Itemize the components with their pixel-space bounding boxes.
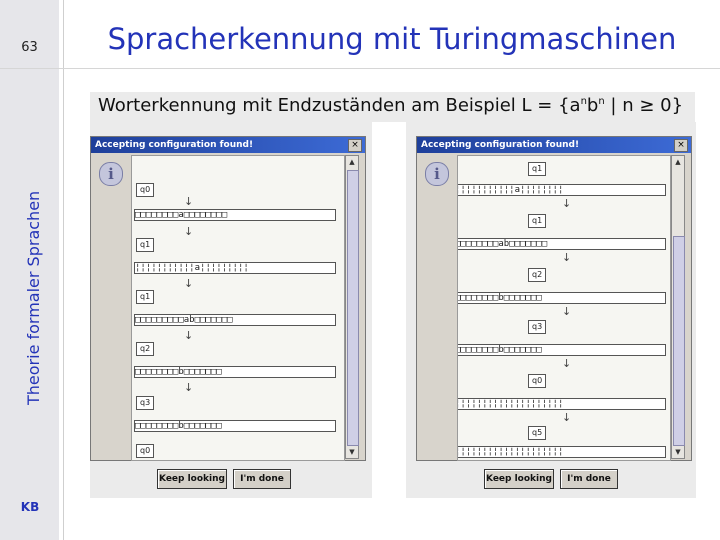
tape-row: ¦¦¦¦¦¦¦¦¦¦¦a¦¦¦¦¦¦¦¦ xyxy=(458,184,666,196)
transition-arrow: ↓ xyxy=(184,329,194,342)
subtitle-box xyxy=(90,92,695,122)
slide-subtitle: Worterkennung mit Endzuständen am Beispi… xyxy=(98,95,683,116)
dialog-title-right: Accepting configuration found! xyxy=(417,137,691,153)
state-label: q3 xyxy=(136,396,155,410)
state-label: q0 xyxy=(136,444,155,458)
state-label: q0 xyxy=(528,374,547,388)
subtitle-sup-2: n xyxy=(598,96,605,107)
subtitle-main: Worterkennung mit Endzuständen am Beispi… xyxy=(98,95,581,116)
footer-logo: KB xyxy=(20,500,40,514)
tape-row: □□□□□□□□□ab□□□□□□□ xyxy=(134,314,336,326)
sidebar-strip xyxy=(0,0,59,540)
dialog-window-left: Accepting configuration found! × i q0 ↓ … xyxy=(90,136,366,461)
transition-arrow: ↓ xyxy=(184,277,194,290)
tape-row: ¦¦¦¦¦¦¦¦¦¦¦¦¦¦¦¦¦¦¦¦ xyxy=(458,446,666,458)
subtitle-b: b xyxy=(586,95,599,116)
tape-row: □□□□□□□□b□□□□□□□ xyxy=(134,366,336,378)
tape-row: □□□□□□□□b□□□□□□□ xyxy=(458,292,666,304)
transition-arrow: ↓ xyxy=(184,225,194,238)
close-icon[interactable]: × xyxy=(674,139,688,152)
tape-row: □□□□□□□□ab□□□□□□□ xyxy=(458,238,666,250)
info-icon: i xyxy=(425,162,449,186)
tape-row: □□□□□□□□b□□□□□□□ xyxy=(134,420,336,432)
info-icon: i xyxy=(99,162,123,186)
tape-row: ¦¦¦¦¦¦¦¦¦¦¦¦¦¦¦¦¦¦¦¦ xyxy=(458,398,666,410)
transition-arrow: ↓ xyxy=(562,411,572,424)
trace-view-left: q0 ↓ □□□□□□□□a□□□□□□□□ ↓ q1 ¦¦¦¦¦¦¦¦¦¦¦a… xyxy=(131,155,345,461)
transition-arrow: ↓ xyxy=(562,357,572,370)
transition-arrow: ↓ xyxy=(562,197,572,210)
dialog-window-right: Accepting configuration found! × i q1 ¦¦… xyxy=(416,136,692,461)
close-icon[interactable]: × xyxy=(348,139,362,152)
divider-horizontal xyxy=(0,68,720,69)
transition-arrow: ↓ xyxy=(184,195,194,208)
scroll-down-icon[interactable]: ▼ xyxy=(675,448,681,456)
state-label: q3 xyxy=(528,320,547,334)
dialog-title-left: Accepting configuration found! xyxy=(91,137,365,153)
tape-row: □□□□□□□□b□□□□□□□ xyxy=(458,344,666,356)
done-button[interactable]: I'm done xyxy=(560,469,618,489)
state-label: q5 xyxy=(528,426,547,440)
scroll-up-icon[interactable]: ▲ xyxy=(349,158,355,166)
scroll-thumb[interactable] xyxy=(673,236,685,446)
slide-title: Spracherkennung mit Turingmaschinen xyxy=(107,22,677,56)
scrollbar-right[interactable]: ▲ ▼ xyxy=(671,155,685,459)
tape-row: □□□□□□□□a□□□□□□□□ xyxy=(134,209,336,221)
state-label: q1 xyxy=(528,162,547,176)
state-label: q1 xyxy=(528,214,547,228)
state-label: q2 xyxy=(528,268,547,282)
divider-vertical xyxy=(63,0,64,540)
transition-arrow: ↓ xyxy=(562,305,572,318)
transition-arrow: ↓ xyxy=(184,381,194,394)
vertical-section-label: Theorie formaler Sprachen xyxy=(24,190,43,405)
subtitle-sup-1: n xyxy=(580,96,587,107)
trace-view-right: q1 ¦¦¦¦¦¦¦¦¦¦¦a¦¦¦¦¦¦¦¦ ↓ q1 □□□□□□□□ab□… xyxy=(457,155,671,461)
state-label: q2 xyxy=(136,342,155,356)
done-button[interactable]: I'm done xyxy=(233,469,291,489)
state-label: q1 xyxy=(136,290,155,304)
tape-row: ¦¦¦¦¦¦¦¦¦¦¦a¦¦¦¦¦¦¦¦¦ xyxy=(134,262,336,274)
state-label: q0 xyxy=(136,183,155,197)
scroll-thumb[interactable] xyxy=(347,170,359,446)
subtitle-tail: | n ≥ 0} xyxy=(604,95,684,116)
keep-looking-button[interactable]: Keep looking xyxy=(484,469,554,489)
scroll-down-icon[interactable]: ▼ xyxy=(349,448,355,456)
page-number: 63 xyxy=(21,40,38,55)
state-label: q1 xyxy=(136,238,155,252)
scrollbar-left[interactable]: ▲ ▼ xyxy=(345,155,359,459)
scroll-up-icon[interactable]: ▲ xyxy=(675,158,681,166)
keep-looking-button[interactable]: Keep looking xyxy=(157,469,227,489)
transition-arrow: ↓ xyxy=(562,251,572,264)
